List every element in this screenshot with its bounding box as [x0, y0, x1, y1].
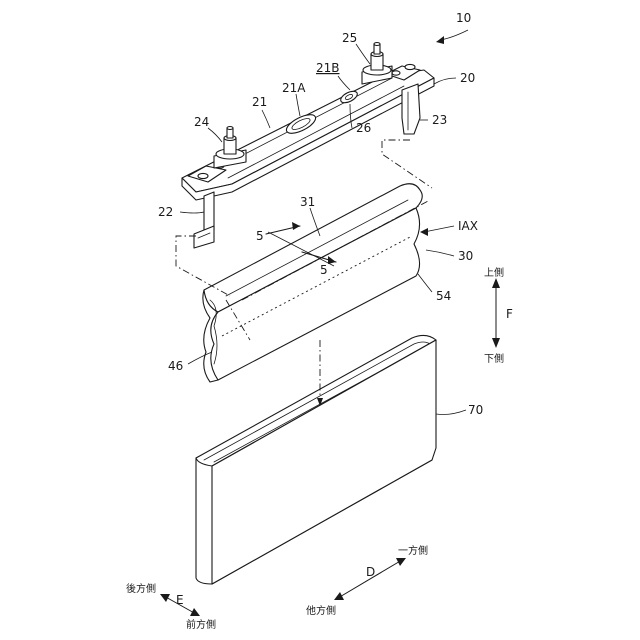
positive-terminal-icon	[362, 43, 392, 85]
label-21: 21	[252, 95, 267, 109]
label-f: F	[506, 307, 513, 321]
negative-terminal-icon	[214, 127, 246, 169]
negative-collector	[194, 192, 214, 248]
direction-F-arrow	[492, 278, 500, 348]
label-20: 20	[460, 71, 475, 85]
label-22: 22	[158, 205, 173, 219]
label-23: 23	[432, 113, 447, 127]
label-10: 10	[456, 11, 471, 25]
label-31: 31	[300, 195, 315, 209]
label-21a: 21A	[282, 81, 306, 95]
label-iax: IAX	[458, 219, 478, 233]
label-70: 70	[468, 403, 483, 417]
label-46: 46	[168, 359, 183, 373]
label-f-lower: 下側	[484, 352, 504, 365]
label-5a: 5	[256, 229, 264, 243]
positive-collector	[402, 84, 420, 134]
label-25: 25	[342, 31, 357, 45]
label-26: 26	[356, 121, 371, 135]
label-e-front: 前方側	[186, 618, 216, 631]
label-d: D	[366, 565, 375, 579]
label-e: E	[176, 593, 184, 607]
label-d-other: 他方側	[306, 604, 336, 617]
label-54: 54	[436, 289, 451, 303]
label-f-upper: 上側	[484, 266, 504, 279]
label-21b: 21B	[316, 61, 340, 75]
label-30: 30	[458, 249, 473, 263]
label-5b: 5	[320, 263, 328, 277]
label-24: 24	[194, 115, 209, 129]
label-e-rear: 後方側	[126, 582, 156, 595]
label-d-one: 一方側	[398, 544, 428, 557]
